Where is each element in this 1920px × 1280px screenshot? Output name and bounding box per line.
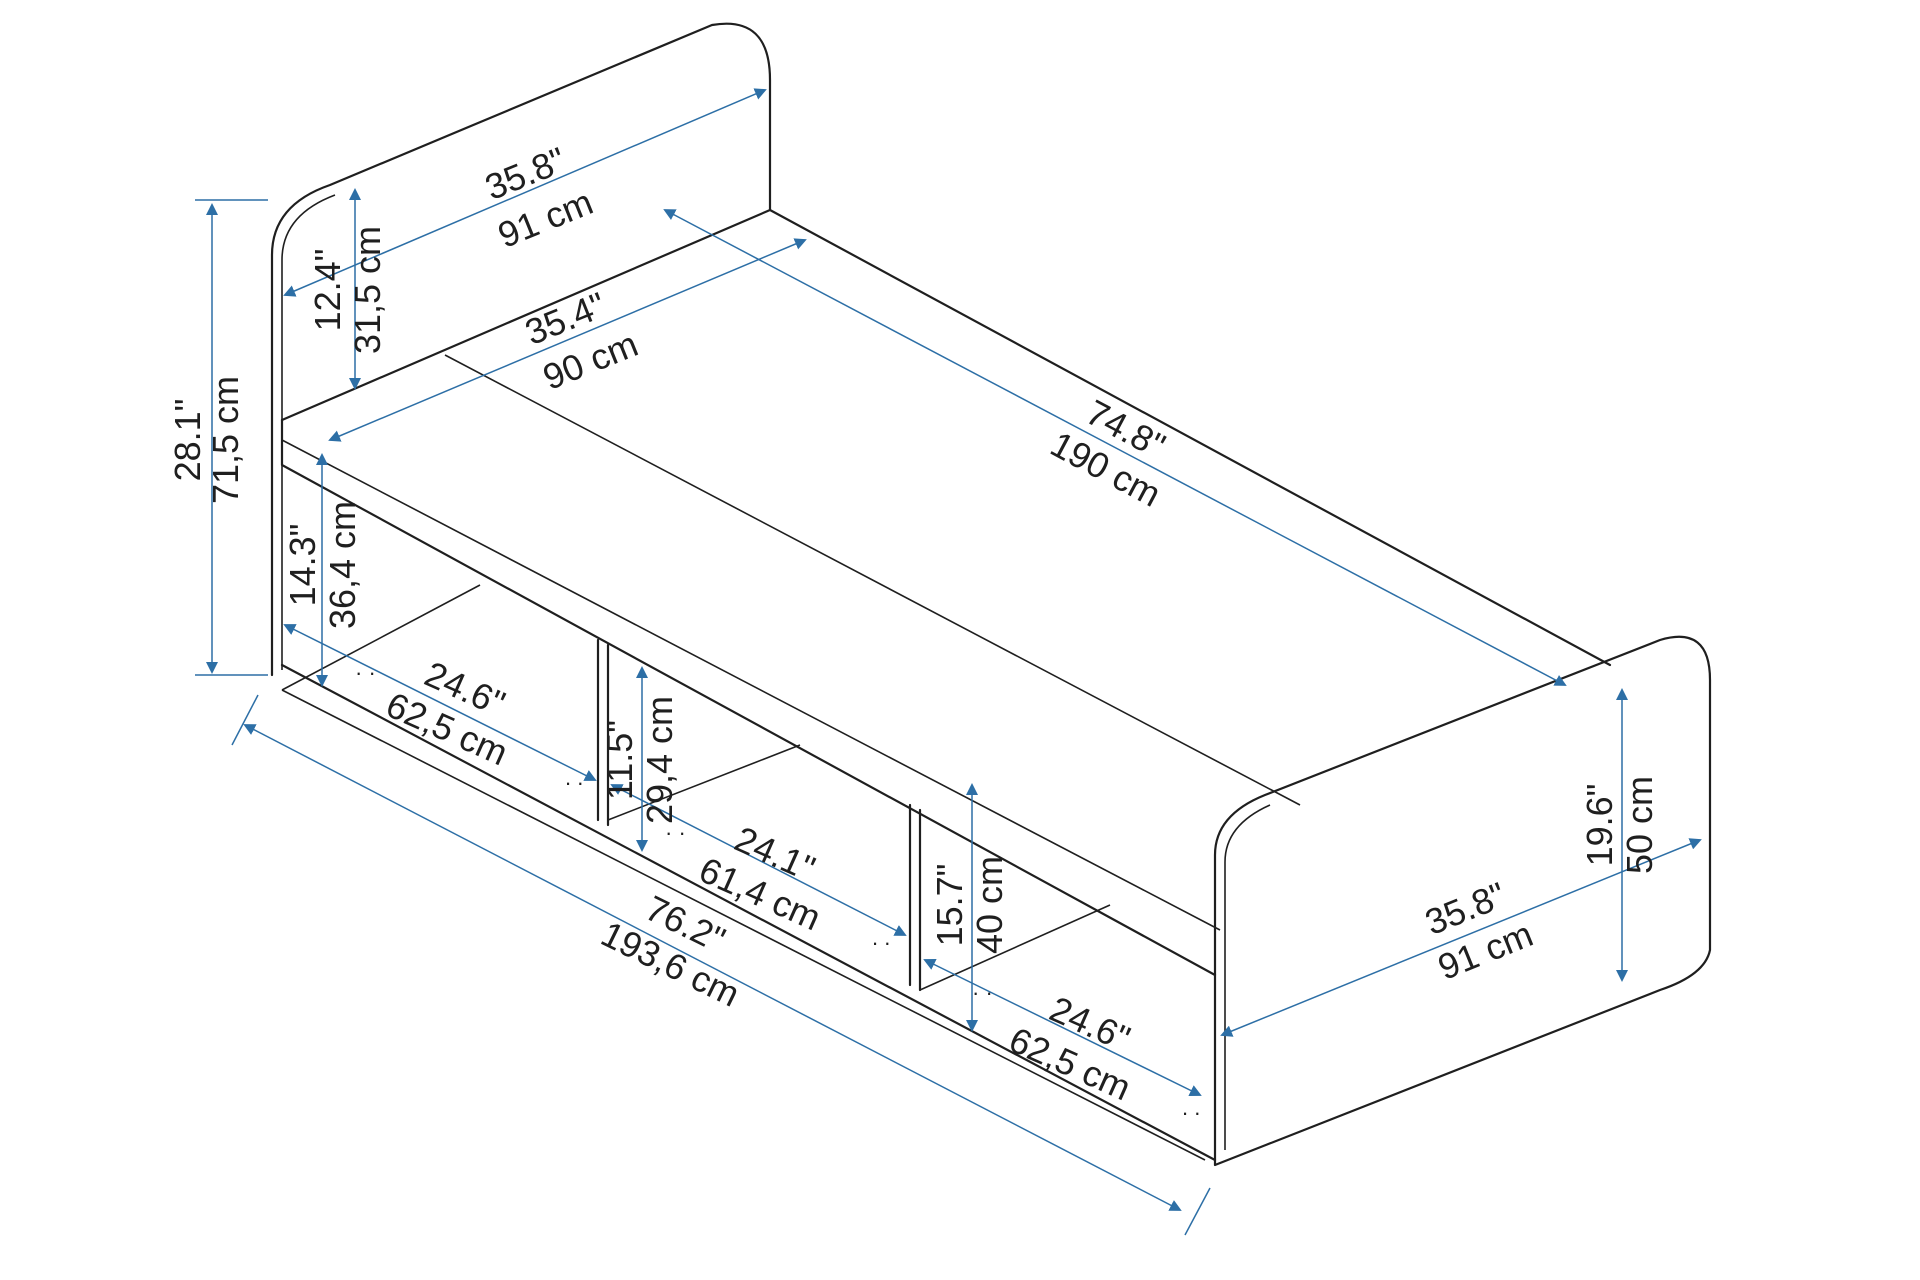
label-headboard-height-in: 12.4" [307,249,348,332]
label-shelf-height-cm: 29,4 cm [639,696,680,824]
label-footboard-height-in: 19.6" [1579,784,1620,867]
svg-text:· ·: · · [665,820,686,845]
svg-text:. .: . . [1182,1095,1200,1120]
label-total-height-in: 28.1" [167,399,208,482]
footboard-inner-edge [1224,804,1271,1150]
dim-mattress-length [663,209,1567,686]
svg-text:. .: . . [872,925,890,950]
tick-dots: · · . . · · . . · · . . [355,660,1200,1120]
label-footboard-height-cm: 50 cm [1619,776,1660,874]
label-frame-height-cm: 36,4 cm [322,501,363,629]
mattress-top [280,208,1612,667]
dim-footboard-width [1220,838,1702,1037]
label-footboard-inner-in: 15.7" [929,864,970,947]
svg-text:. .: . . [565,765,583,790]
shelf-divider-2 [908,803,922,992]
dim-mattress-width [328,238,807,442]
svg-text:· ·: · · [972,980,993,1005]
mattress-center-line [444,354,1301,806]
dimension-labels: 35.8" 91 cm 12.4" 31,5 cm 35.4" 90 cm 74… [167,139,1660,1108]
label-total-height-cm: 71,5 cm [205,376,246,504]
label-frame-height-in: 14.3" [282,524,323,607]
dim-total-length [243,724,1182,1211]
label-shelf-height-in: 11.5" [599,720,640,800]
dimension-lines [195,88,1702,1236]
svg-text:· ·: · · [355,660,376,685]
label-headboard-height-cm: 31,5 cm [347,226,388,354]
label-footboard-inner-cm: 40 cm [969,856,1010,954]
